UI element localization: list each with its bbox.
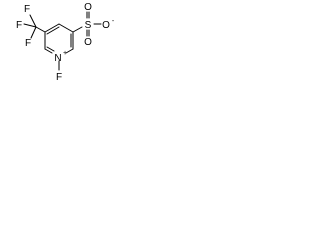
bond-ring-cf3 <box>35 26 46 33</box>
bonds <box>23 11 102 71</box>
atom-o-bottom: O <box>84 37 92 48</box>
bond-c-f3 <box>30 26 37 39</box>
atom-o-top: O <box>84 2 92 13</box>
atom-f1: F <box>24 4 30 15</box>
n-charge: + <box>63 50 67 57</box>
ring-bond-c6-c5-double <box>46 46 55 52</box>
atom-f3: F <box>25 38 31 49</box>
atom-f2: F <box>16 20 22 31</box>
ring-bond-c4-c3 <box>44 23 60 33</box>
atom-f-n: F <box>56 72 62 83</box>
bond-c-f1 <box>29 14 37 28</box>
bond-c-s <box>72 26 83 33</box>
ring-bond-c6-c5 <box>44 48 53 54</box>
ring-bond-c4-c3-double <box>46 26 60 35</box>
bond-c-f2 <box>23 23 37 28</box>
ring-bond-c2-c3 <box>58 23 74 33</box>
o-charge: - <box>112 18 115 25</box>
structural-formula: F F F N + F S O O - O <box>16 2 115 83</box>
atom-o-right: O <box>102 20 110 31</box>
ring-bond-n-c6 <box>65 48 74 54</box>
atom-n: N <box>54 53 61 64</box>
atom-s: S <box>85 20 92 31</box>
